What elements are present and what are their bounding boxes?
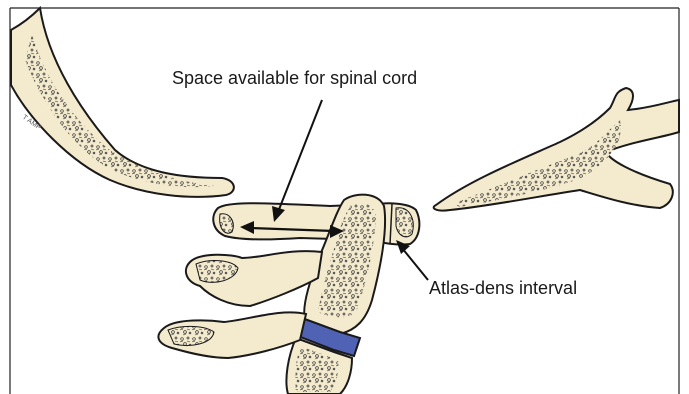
atlas-dens-interval-label: Atlas-dens interval: [429, 278, 577, 298]
occipital-bone: T AMP: [11, 8, 234, 197]
posterior-occiput: [434, 88, 679, 211]
atlas-c1: [213, 203, 419, 244]
adi-pointer-line: [396, 240, 428, 280]
space-available-label: Space available for spinal cord: [172, 68, 417, 88]
